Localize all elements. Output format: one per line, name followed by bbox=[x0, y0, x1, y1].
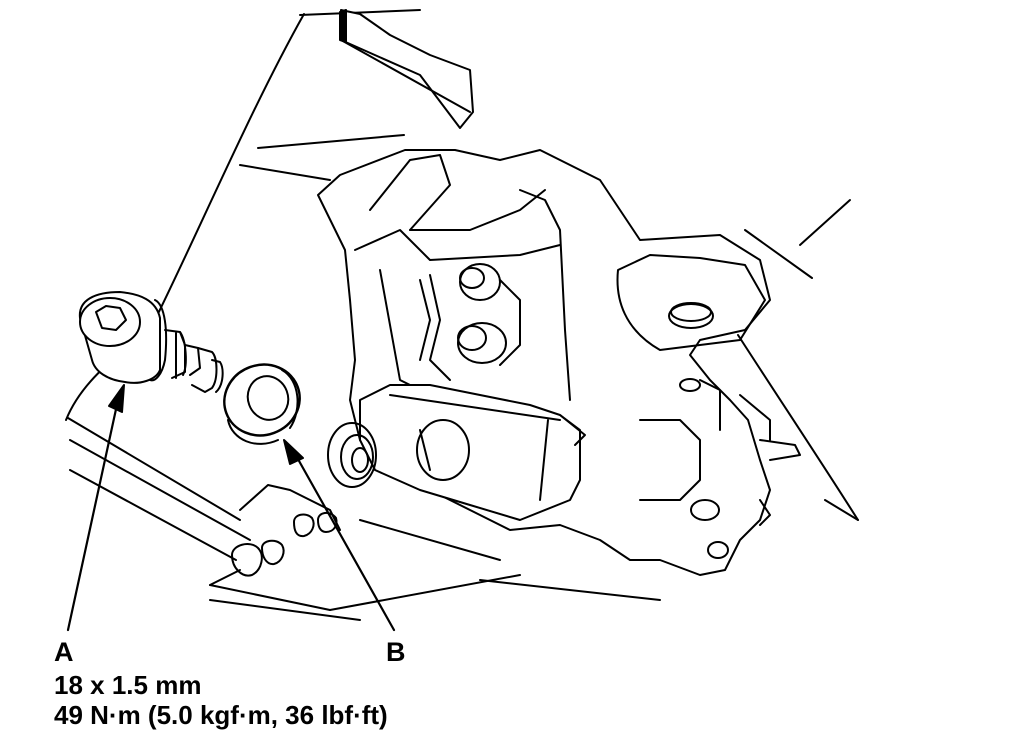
callout-label-a: A bbox=[54, 637, 74, 667]
mount-housing bbox=[317, 149, 801, 576]
bolt-a-drawing bbox=[78, 291, 224, 393]
callout-arrow-b bbox=[283, 439, 396, 632]
housing-outline bbox=[65, 9, 859, 621]
lower-flange bbox=[209, 484, 341, 586]
callout-label-b: B bbox=[386, 637, 406, 667]
bolt-hole-boss bbox=[327, 422, 377, 488]
callout-arrow-a bbox=[66, 384, 125, 632]
top-bracket bbox=[339, 9, 474, 129]
bolt-size: 18 x 1.5 mm bbox=[54, 670, 202, 700]
bolt-spec: 18 x 1.5 mm 49 N·m (5.0 kgf·m, 36 lbf·ft… bbox=[54, 670, 388, 730]
bolt-torque: 49 N·m (5.0 kgf·m, 36 lbf·ft) bbox=[54, 700, 388, 730]
washer-b-drawing bbox=[223, 363, 301, 445]
